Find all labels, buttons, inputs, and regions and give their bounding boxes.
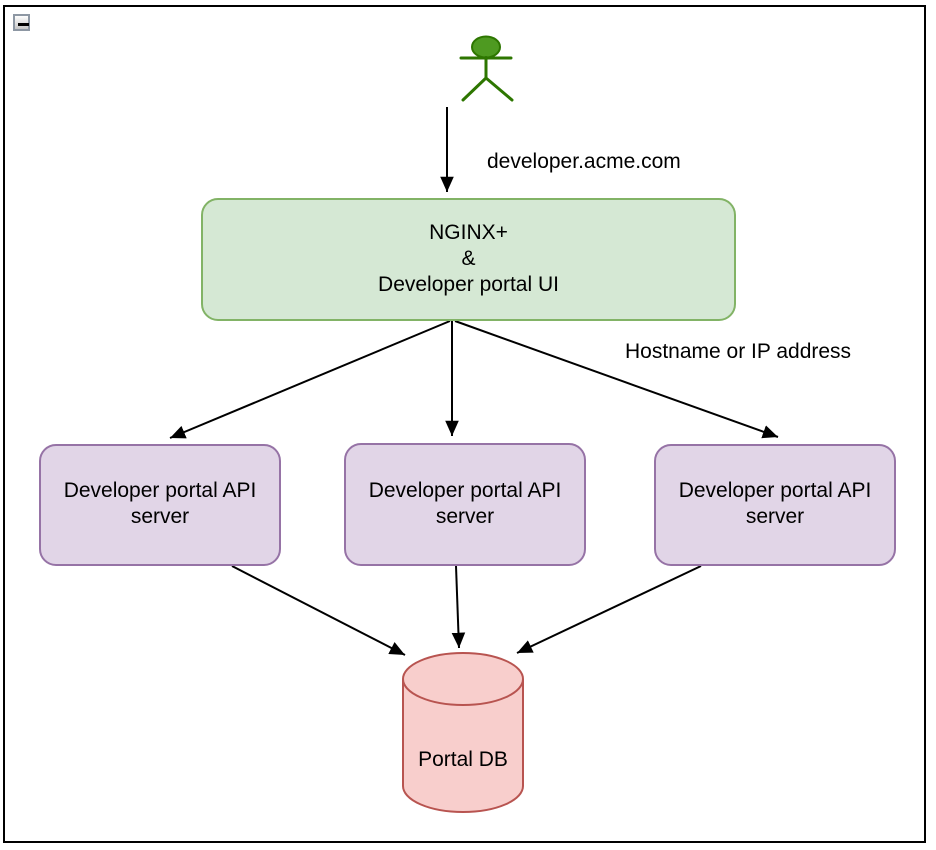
edge-nginx-to-api-3[interactable] bbox=[454, 320, 779, 439]
minus-icon bbox=[18, 23, 29, 26]
actor-body bbox=[459, 56, 514, 102]
user-actor-node[interactable] bbox=[459, 35, 514, 102]
db-cylinder-body bbox=[402, 652, 524, 813]
api-server-label-1: Developer portal API server bbox=[63, 479, 257, 528]
nginx-label-line-2: & bbox=[461, 247, 476, 270]
nginx-label-line-3: Developer portal UI bbox=[378, 273, 559, 296]
edge-label-hostname[interactable]: Hostname or IP address bbox=[625, 340, 852, 363]
api-server-label-2: Developer portal API server bbox=[368, 479, 562, 528]
collapse-button[interactable] bbox=[13, 14, 30, 31]
api-server-node-1[interactable] bbox=[39, 444, 281, 566]
api-server-label-3: Developer portal API server bbox=[678, 479, 872, 528]
edge-api-2-to-db[interactable] bbox=[451, 565, 466, 649]
api-server-node-3[interactable] bbox=[654, 444, 896, 566]
api-server-node-2[interactable] bbox=[344, 443, 586, 566]
portal-db-label: Portal DB bbox=[418, 748, 508, 771]
portal-db-node[interactable] bbox=[402, 652, 524, 813]
actor-head bbox=[471, 35, 501, 59]
db-cylinder-top-rim bbox=[402, 678, 524, 706]
edges bbox=[169, 107, 779, 656]
edge-api-3-to-db[interactable] bbox=[516, 565, 702, 654]
edge-nginx-to-api-1[interactable] bbox=[169, 320, 451, 439]
edge-api-1-to-db[interactable] bbox=[231, 565, 406, 656]
nginx-node-label: NGINX+ & Developer portal UI bbox=[202, 220, 735, 298]
nginx-label-line-1: NGINX+ bbox=[429, 221, 508, 244]
edge-label-url[interactable]: developer.acme.com bbox=[487, 150, 681, 173]
nginx-portal-ui-node[interactable] bbox=[201, 198, 736, 321]
